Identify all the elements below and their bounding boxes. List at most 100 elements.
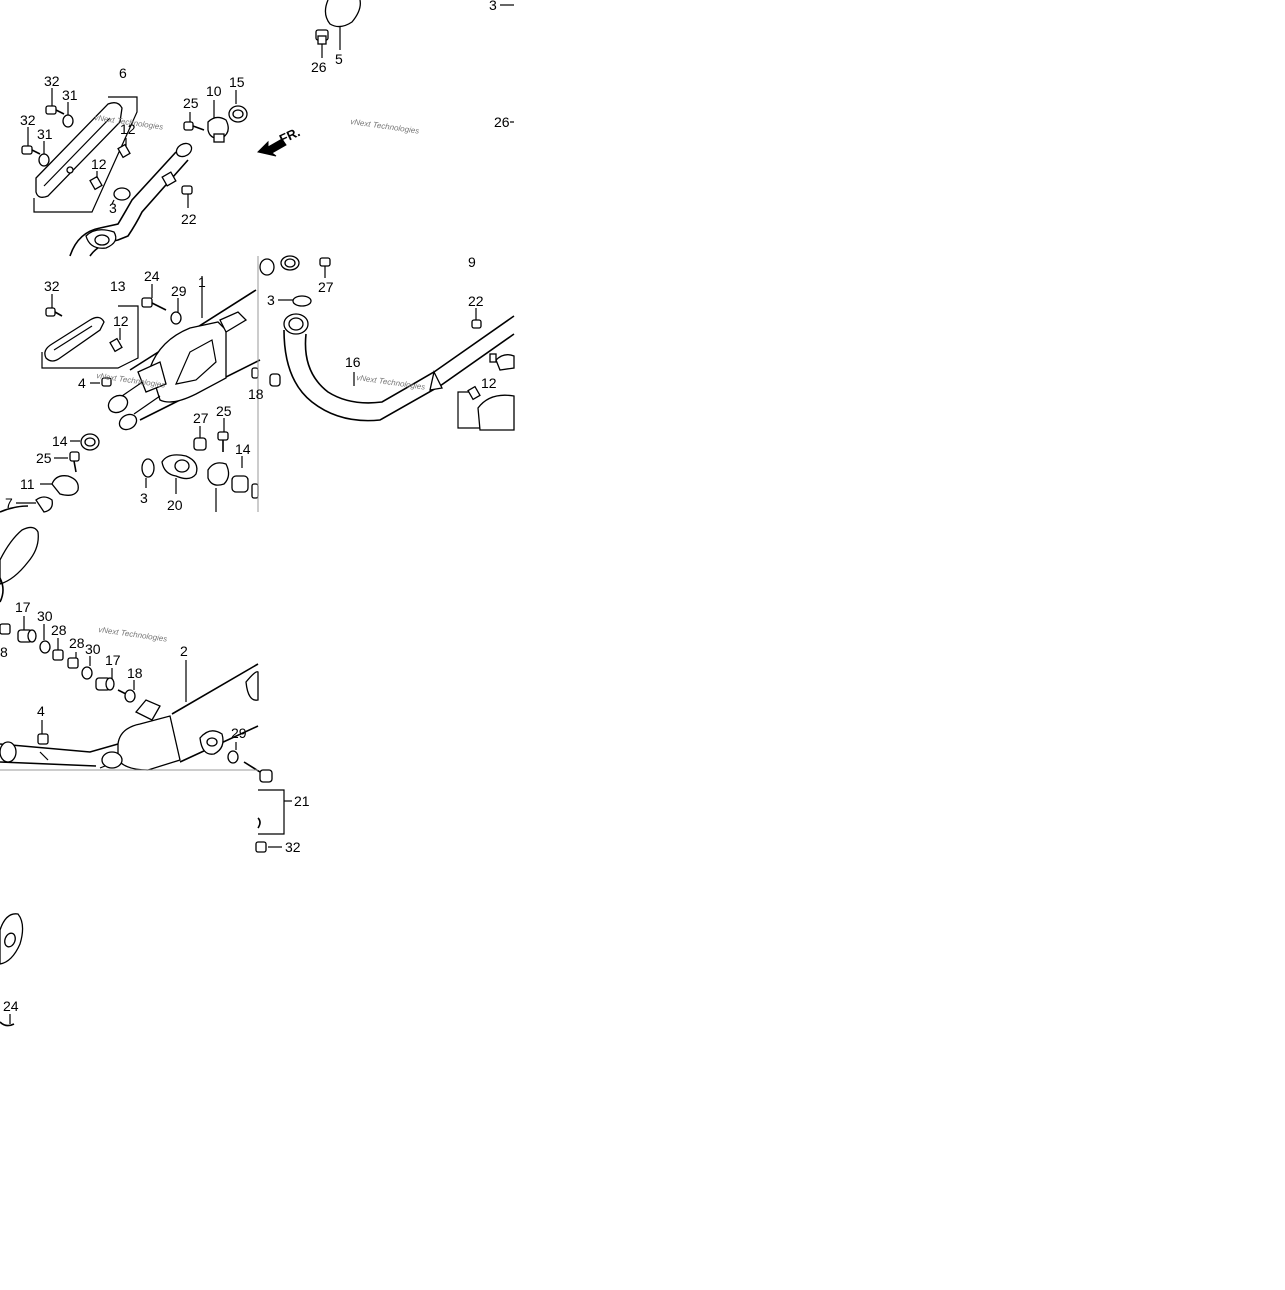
callout-number: 25 <box>36 450 52 466</box>
nut-4-low <box>37 720 49 745</box>
callout-number: 12 <box>113 313 129 329</box>
watermark-4: vNext Technologies <box>356 373 426 392</box>
collar-14-left <box>70 433 100 451</box>
gasket-3-right <box>278 295 312 307</box>
washer-29-low <box>227 742 239 764</box>
gasket-3-mid <box>141 458 155 488</box>
callout-number: 32 <box>44 278 60 294</box>
nut-27-mid <box>193 426 207 451</box>
callout-number: 13 <box>110 278 126 294</box>
washer-29-mid <box>170 298 182 325</box>
nut-28-a <box>52 638 64 661</box>
callout-number: 3 <box>489 0 497 13</box>
muffler-2 <box>0 660 259 771</box>
callout-number: 11 <box>20 476 35 492</box>
bolt-26-top <box>315 29 329 58</box>
washer-31-b <box>38 141 50 167</box>
callout-number: 25 <box>216 403 232 419</box>
exhaust-pipe-16 <box>283 313 515 422</box>
muffler-1 <box>107 276 261 431</box>
callout-number: 10 <box>206 83 222 99</box>
top-mid-right-parts <box>259 255 331 278</box>
callout-number: 5 <box>335 51 343 67</box>
callout-number: 7 <box>5 495 13 511</box>
callout-number: 27 <box>193 410 209 426</box>
callout-number: 32 <box>20 112 36 128</box>
callout-number: 22 <box>181 211 197 227</box>
bolt-22-top <box>181 185 193 208</box>
protector-13-box <box>41 305 139 369</box>
bolt-25-mid <box>217 418 229 452</box>
bolt-25-top <box>183 112 205 131</box>
callout-number: 32 <box>285 839 301 855</box>
callout-number: 31 <box>62 87 78 103</box>
bolt-32-mid <box>45 294 63 317</box>
bolt-24-mid <box>141 284 167 311</box>
nut-4-mid <box>90 377 112 387</box>
bushing-17-b <box>95 668 115 691</box>
front-direction-arrow <box>257 138 287 157</box>
muffler-tail-bottom <box>0 913 24 965</box>
callout-number: 4 <box>78 375 86 391</box>
callout-number: 29 <box>171 283 187 299</box>
clip-12-mid <box>109 328 123 353</box>
callout-number: 31 <box>37 126 53 142</box>
watermark-5: vNext Technologies <box>98 625 168 644</box>
clip-12-b <box>89 171 103 191</box>
callout-number: 15 <box>229 74 245 90</box>
bolt-25-left <box>54 451 80 473</box>
callout-number: 29 <box>231 725 247 741</box>
callout-number: 26 <box>311 59 327 75</box>
callout-number: 1 <box>198 274 206 290</box>
callout-number: 26 <box>494 114 510 130</box>
clip-12-a <box>117 138 131 159</box>
callout-number: 2 <box>180 643 188 659</box>
callout-number: 27 <box>318 279 334 295</box>
callout-number: 12 <box>91 156 107 172</box>
callout-number: 30 <box>85 641 101 657</box>
bolt-22-right <box>471 308 482 329</box>
protector-group-box <box>33 96 138 213</box>
callout-number: 22 <box>468 293 484 309</box>
callout-number: 18 <box>248 386 264 402</box>
callout-number: 4 <box>37 703 45 719</box>
front-direction-label: FR. <box>277 124 302 146</box>
joint-20 <box>161 454 198 494</box>
washer-30-a <box>39 624 51 654</box>
protector-12-right <box>457 353 515 431</box>
gasket-3-top <box>111 187 131 205</box>
callout-number: 21 <box>294 793 310 809</box>
callout-number: 32 <box>44 73 60 89</box>
exhaust-pipe-upper <box>69 142 193 257</box>
callout-number: 17 <box>15 599 31 615</box>
callout-number: 24 <box>3 998 19 1014</box>
callout-number: 8 <box>0 644 8 660</box>
collar-15 <box>228 90 248 123</box>
callout-number: 3 <box>140 490 148 506</box>
watermark-2: vNext Technologies <box>350 117 420 136</box>
washer-31-a <box>62 102 74 128</box>
callout-number: 25 <box>183 95 199 111</box>
bushing-17-a <box>0 616 37 643</box>
callout-number: 16 <box>345 354 361 370</box>
washer-30-b <box>81 656 93 680</box>
callout-number: 6 <box>119 65 127 81</box>
protector-21-bracket <box>257 789 292 835</box>
callout-number: 14 <box>52 433 68 449</box>
muffler-2-end-left <box>0 526 39 603</box>
callout-number: 28 <box>69 635 85 651</box>
bolt-24-bottom <box>0 1014 15 1027</box>
callout-number: 3 <box>109 200 117 216</box>
clamp-9-mid <box>207 462 230 512</box>
callout-number: 12 <box>481 375 497 391</box>
callout-number: 9 <box>468 254 476 270</box>
part-18-mid <box>251 367 281 387</box>
callout-number: 18 <box>127 665 143 681</box>
clamp-10 <box>207 100 229 143</box>
bolt-32-b <box>21 127 41 155</box>
clamp-11 <box>40 475 79 496</box>
pipe-7-end <box>0 496 53 513</box>
bolt-32-a <box>45 88 65 115</box>
callout-number: 24 <box>144 268 160 284</box>
